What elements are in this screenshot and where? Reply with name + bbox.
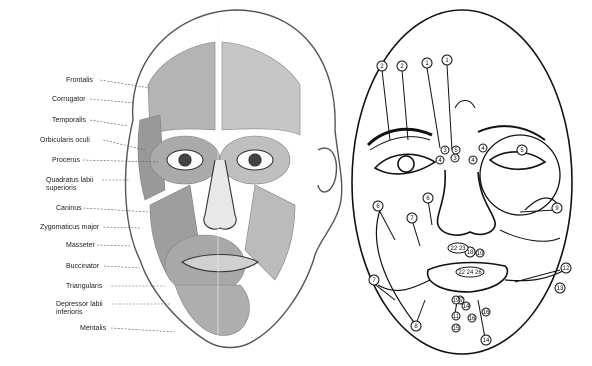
muscle-label: Buccinator bbox=[66, 263, 100, 270]
marker-label: 10 bbox=[477, 251, 484, 257]
marker-label: 16 bbox=[469, 316, 476, 322]
leader-line bbox=[90, 99, 135, 103]
leader-line bbox=[103, 227, 140, 228]
marker-label: 12 bbox=[563, 266, 570, 272]
marker-label: 19 bbox=[453, 298, 460, 304]
muscle-label: Temporalis bbox=[52, 117, 86, 124]
muscle-label: Corrugator bbox=[52, 96, 86, 103]
marker-label: 16 bbox=[483, 310, 490, 316]
marker-label: 11 bbox=[453, 314, 460, 320]
marker-label: 22 24 26 bbox=[458, 270, 482, 276]
nose-outline bbox=[438, 170, 496, 235]
marker-label: 13 bbox=[557, 286, 564, 292]
left-panel: FrontalisCorrugatorTemporalisOrbicularis… bbox=[40, 10, 342, 348]
right-eye-outline bbox=[375, 154, 435, 174]
muscle-label: Masseter bbox=[66, 242, 95, 249]
muscle-label: Triangularis bbox=[66, 283, 103, 290]
muscle-label: Zygomaticus major bbox=[40, 224, 100, 231]
muscle-label: Caninus bbox=[56, 205, 82, 212]
leader-line bbox=[97, 245, 130, 246]
muscle-label: Orbicularis oculi bbox=[40, 137, 90, 144]
marker-label: 18 bbox=[467, 250, 474, 256]
leader-line bbox=[100, 80, 150, 88]
leader-line bbox=[90, 120, 128, 126]
muscle-label: Mentalis bbox=[80, 325, 107, 332]
leader-line bbox=[111, 328, 175, 332]
marker-label: 15 bbox=[453, 326, 460, 332]
marker-label: 14 bbox=[483, 338, 490, 344]
marker-label: 14 bbox=[463, 304, 470, 310]
leader-line bbox=[83, 208, 150, 212]
leader-line bbox=[104, 266, 140, 268]
muscle-label: Procerus bbox=[52, 157, 81, 164]
marker-label: 22 23 bbox=[450, 246, 466, 252]
muscle-label: Frontalis bbox=[66, 77, 93, 84]
